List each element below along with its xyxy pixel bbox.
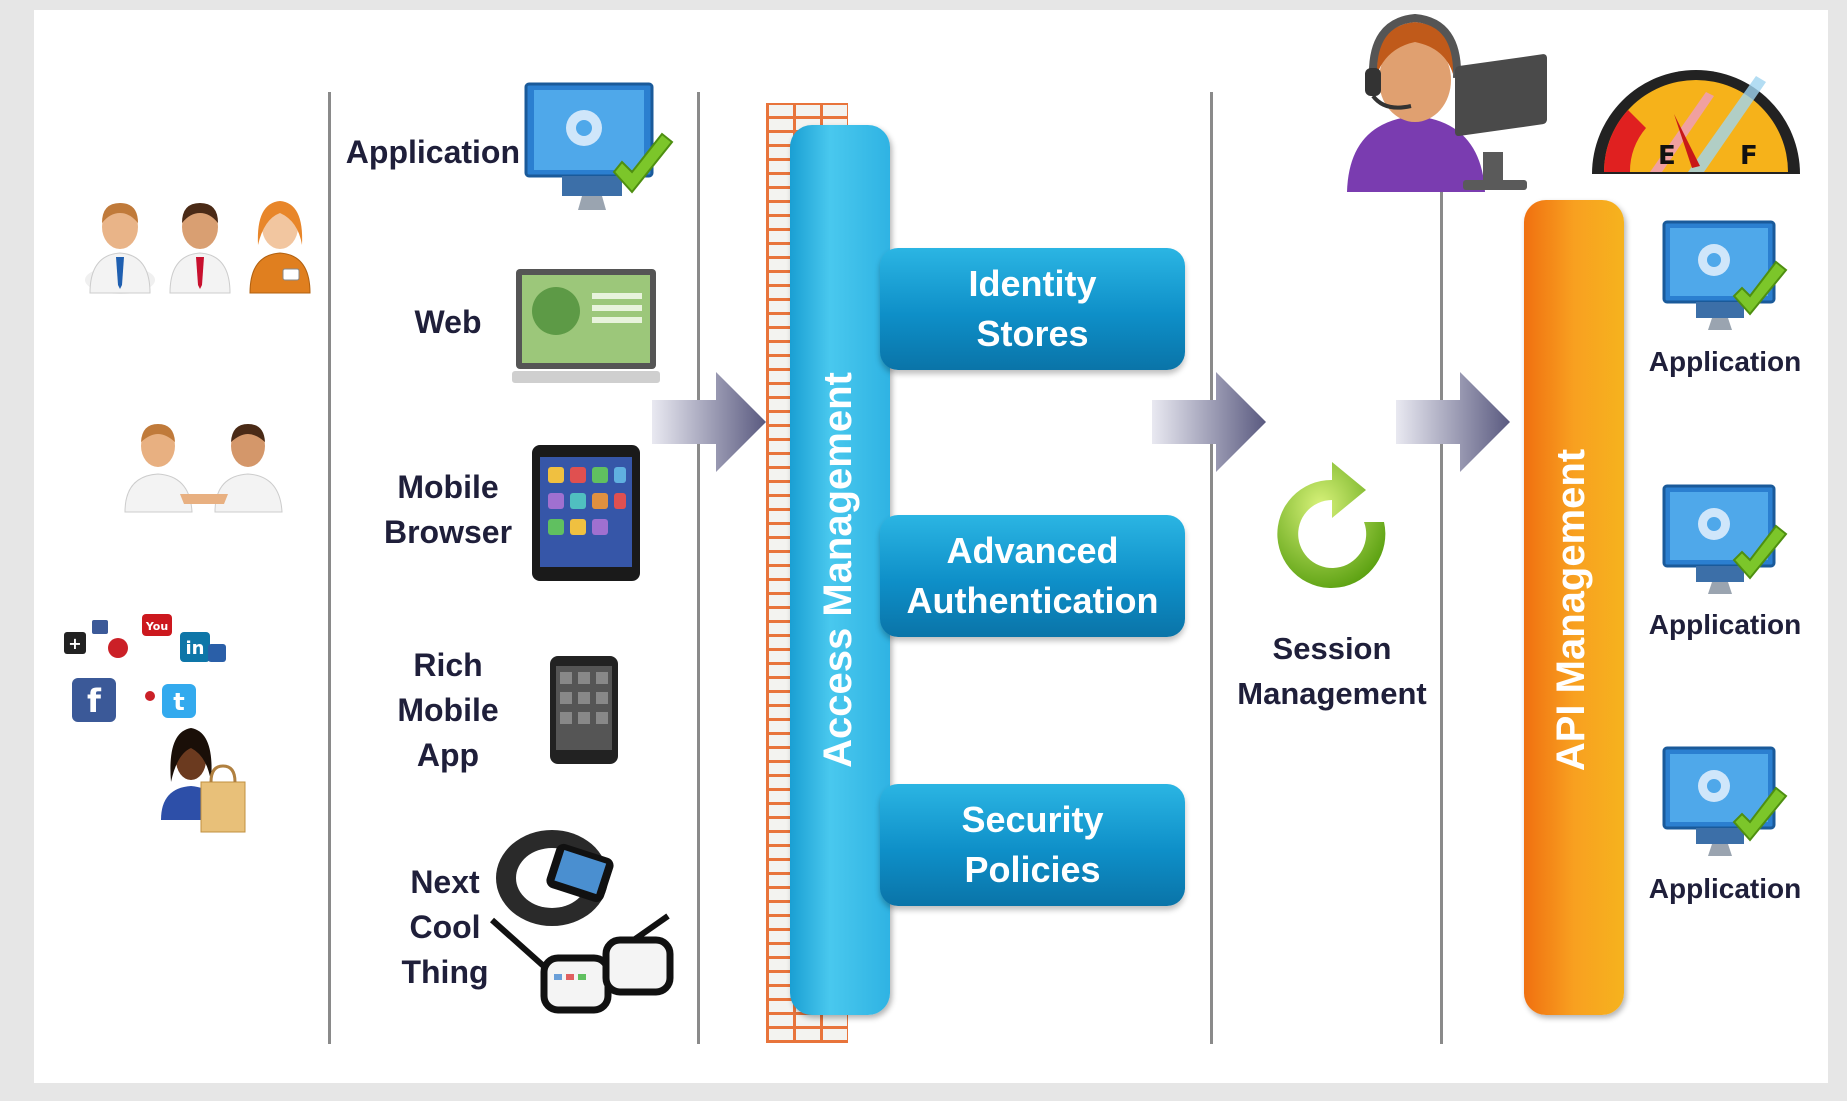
gauge-full-mark: F	[1740, 141, 1758, 171]
smartphone-icon	[550, 656, 618, 764]
api-management-bar	[1524, 200, 1624, 1015]
api-management-label: API Management	[1549, 448, 1593, 772]
tablet-icon	[532, 445, 640, 581]
refresh-icon	[1277, 462, 1386, 588]
desktop-app-icon	[1662, 220, 1788, 330]
channel-label-rich-mobile-app: Rich Mobile App	[397, 647, 499, 773]
svg-text:t: t	[173, 688, 184, 716]
channel-label-application: Application	[345, 134, 520, 170]
smartwatch-icon	[496, 830, 614, 926]
web-laptop-icon	[512, 269, 660, 383]
channel-label-next-cool-thing: Next Cool Thing	[401, 864, 489, 990]
smart-glasses-icon	[490, 913, 674, 1014]
shopper-icon	[161, 728, 246, 833]
handshake-icon	[124, 424, 283, 513]
advanced-authentication-box: Advanced Authentication	[880, 515, 1185, 637]
users-group-icon	[85, 201, 311, 294]
arrow-right-icon	[1152, 372, 1266, 472]
access-management-bar	[790, 125, 890, 1015]
desktop-app-icon	[524, 82, 674, 210]
security-policies-box: Security Policies	[880, 784, 1185, 906]
desktop-app-icon	[1662, 484, 1788, 594]
separator-line	[1440, 160, 1443, 1044]
social-media-icon: + You in f t	[64, 614, 226, 722]
separator-line	[328, 92, 331, 1044]
support-agent-icon	[1347, 13, 1547, 192]
arrow-right-icon	[652, 372, 766, 472]
separator-line	[1210, 92, 1213, 1044]
gauge-empty-mark: E	[1658, 141, 1676, 171]
identity-stores-box: Identity Stores	[880, 248, 1185, 370]
separator-line	[697, 92, 700, 1044]
application-label: Application	[1648, 873, 1802, 904]
session-management-label: Session Management	[1237, 631, 1427, 711]
access-management-label: Access Management	[816, 372, 860, 768]
fuel-gauge-icon: E F	[1592, 70, 1800, 174]
channel-label-web: Web	[414, 304, 482, 340]
svg-text:You: You	[145, 620, 168, 633]
arrow-right-icon	[1396, 372, 1510, 472]
application-label: Application	[1648, 609, 1802, 640]
desktop-app-icon	[1662, 746, 1788, 856]
svg-text:in: in	[186, 638, 205, 659]
application-label: Application	[1648, 346, 1802, 377]
svg-text:f: f	[87, 682, 102, 720]
channel-label-mobile-browser: Mobile Browser	[383, 469, 513, 550]
svg-text:+: +	[68, 634, 81, 653]
